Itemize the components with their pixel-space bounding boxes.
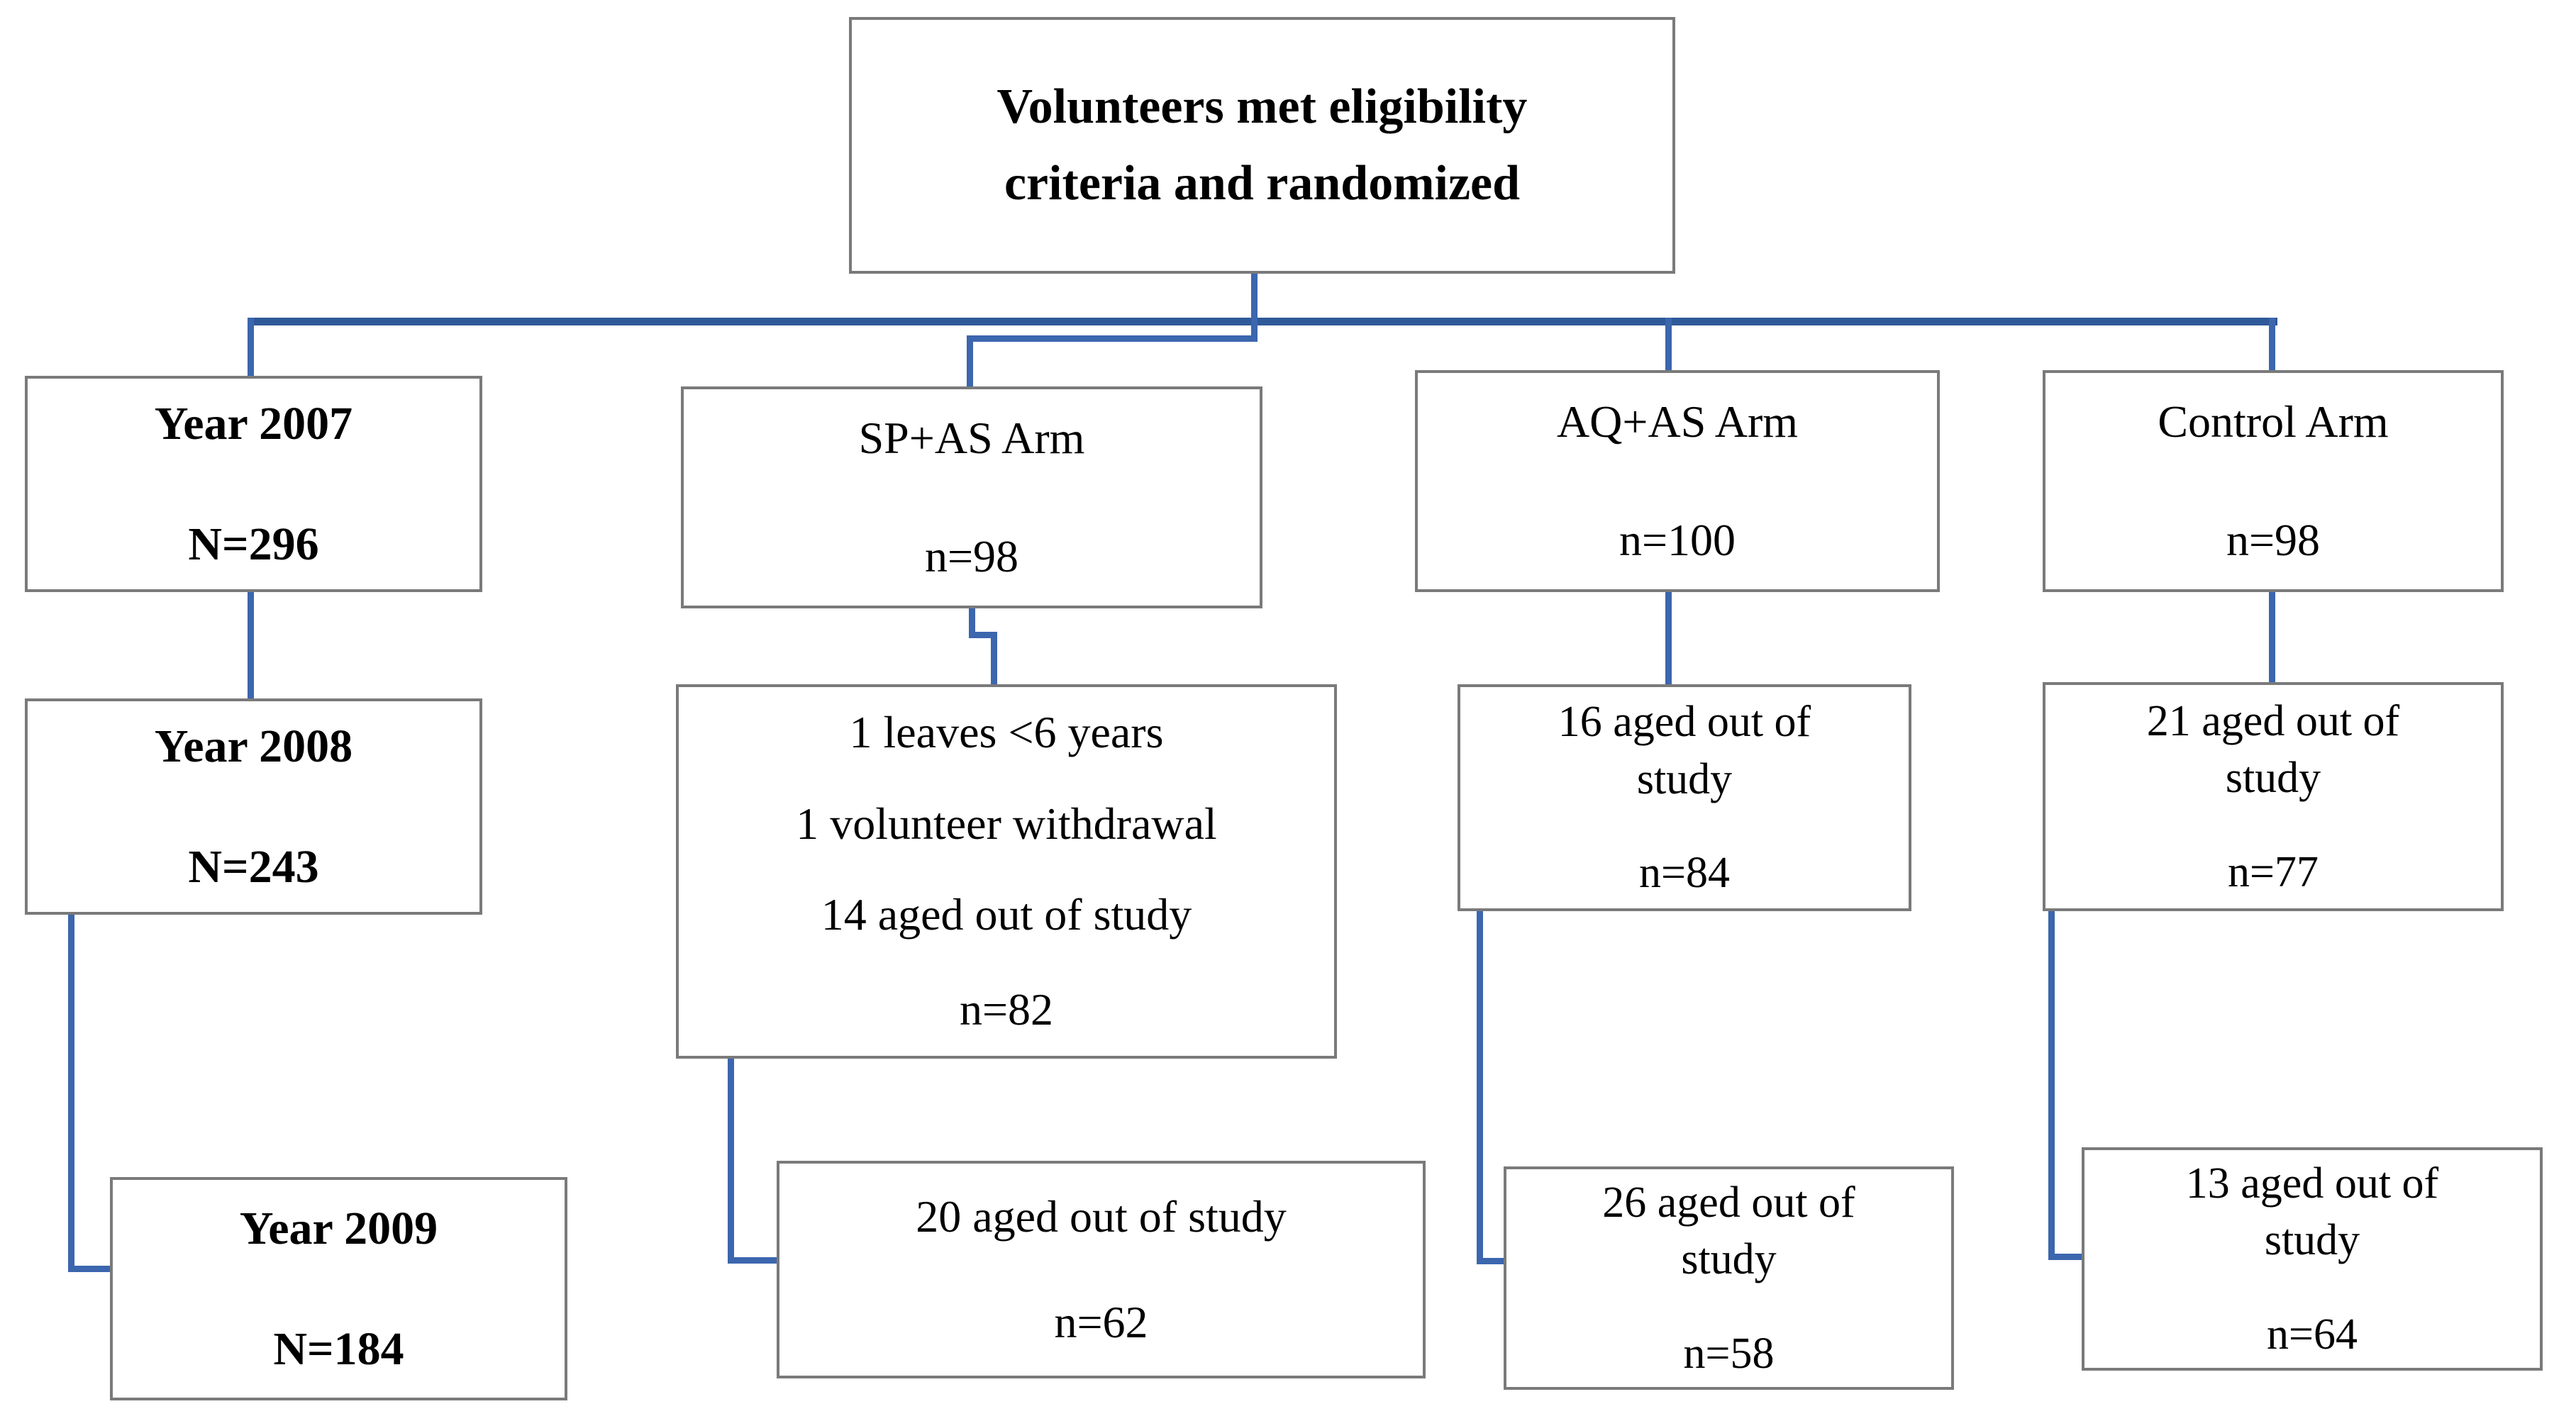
connector-sp-aged-out-elbow: [728, 1257, 780, 1264]
connector-main-horizontal: [248, 318, 2277, 325]
box-count: n=84: [1639, 849, 1730, 898]
box-text: SP+AS Arm: [859, 408, 1085, 469]
box-text: Year 2009: [240, 1197, 438, 1260]
text-line: SP+AS Arm: [858, 413, 1085, 464]
text-line: 1 volunteer withdrawal: [796, 798, 1217, 849]
box-count: n=82: [959, 984, 1054, 1035]
box-text: 13 aged out of study: [2186, 1155, 2438, 1269]
box-aq-attrition: 16 aged out of study n=84: [1458, 684, 1911, 911]
connector-root-drop: [1251, 274, 1258, 342]
text-line: 20 aged out of study: [916, 1191, 1287, 1242]
connector-aq-attrition-drop: [1665, 591, 1672, 687]
box-text: Year 2008: [155, 715, 352, 778]
connector-aq-arm-drop: [1665, 318, 1672, 373]
connector-control-aged-out-elbow: [2048, 1254, 2084, 1260]
box-year-2009: Year 2009 N=184: [110, 1177, 567, 1400]
text-line: 16 aged out of: [1558, 698, 1811, 747]
box-count: n=58: [1683, 1329, 1775, 1378]
text-line: Year 2009: [239, 1203, 438, 1255]
box-count: N=184: [273, 1322, 404, 1375]
box-count: n=98: [2226, 514, 2321, 565]
text-line: AQ+AS Arm: [1556, 396, 1799, 447]
box-text: Volunteers met eligibility criteria and r…: [997, 69, 1528, 223]
box-count: n=64: [2267, 1310, 2358, 1359]
box-sp-attrition: 1 leaves <6 years 1 volunteer withdrawal 1…: [676, 684, 1337, 1059]
text-line: study: [1681, 1235, 1777, 1284]
connector-sp-attrition-vertical-2: [991, 632, 997, 687]
box-control-arm: Control Arm n=98: [2043, 370, 2504, 592]
text-line: 26 aged out of: [1602, 1178, 1855, 1227]
connector-year2007-drop: [248, 318, 254, 379]
box-text: 1 leaves <6 years 1 volunteer withdrawal 1…: [796, 702, 1217, 945]
connector-aq-aged-out-elbow: [1477, 1258, 1506, 1264]
connector-sp-attrition-jog: [969, 632, 997, 638]
text-line: 21 aged out of: [2146, 696, 2400, 745]
box-text: 20 aged out of study: [916, 1186, 1287, 1247]
box-count: n=77: [2228, 847, 2319, 896]
text-line: 13 aged out of: [2185, 1159, 2439, 1208]
box-count: n=98: [924, 530, 1019, 581]
connector-sp-aged-out-vertical: [728, 1057, 734, 1264]
box-sp-aged-out: 20 aged out of study n=62: [777, 1161, 1426, 1378]
box-text: 16 aged out of study: [1558, 693, 1811, 808]
connector-sp-arm-drop: [967, 335, 973, 389]
connector-control-arm-drop: [2269, 318, 2275, 373]
connector-sp-jog-horizontal: [967, 335, 1258, 342]
box-count: n=100: [1619, 514, 1736, 565]
text-line: study: [2264, 1216, 2360, 1265]
connector-sp-attrition-vertical-1: [969, 607, 975, 638]
box-aq-as-arm: AQ+AS Arm n=100: [1415, 370, 1940, 592]
box-text: AQ+AS Arm: [1557, 391, 1798, 452]
box-text: Year 2007: [155, 392, 352, 455]
box-year-2007: Year 2007 N=296: [25, 376, 482, 592]
box-sp-as-arm: SP+AS Arm n=98: [681, 386, 1262, 608]
box-count: N=243: [188, 840, 319, 893]
connector-control-aged-out-vertical: [2048, 910, 2055, 1260]
connector-year2008-year2009-elbow: [68, 1266, 113, 1272]
text-line: study: [1636, 754, 1733, 803]
box-text: 26 aged out of study: [1602, 1174, 1855, 1288]
box-count: n=62: [1054, 1296, 1148, 1347]
connector-aq-aged-out-vertical: [1477, 910, 1483, 1264]
text-line: Control Arm: [2158, 396, 2389, 447]
box-control-attrition: 21 aged out of study n=77: [2043, 682, 2504, 911]
box-year-2008: Year 2008 N=243: [25, 698, 482, 915]
text-line: Year 2008: [154, 720, 353, 773]
text-line: Year 2007: [154, 398, 353, 450]
box-text: Control Arm: [2158, 391, 2388, 452]
text-line: criteria and randomized: [1004, 156, 1521, 211]
box-volunteers-randomized: Volunteers met eligibility criteria and r…: [849, 17, 1675, 274]
connector-control-attrition-drop: [2269, 591, 2275, 685]
box-aq-aged-out: 26 aged out of study n=58: [1504, 1166, 1954, 1390]
text-line: study: [2225, 754, 2321, 803]
box-control-aged-out: 13 aged out of study n=64: [2082, 1147, 2543, 1371]
box-count: N=296: [188, 518, 319, 570]
text-line: Volunteers met eligibility: [996, 79, 1528, 134]
text-line: 14 aged out of study: [821, 889, 1192, 940]
connector-year2008-year2009-vertical: [68, 913, 74, 1272]
text-line: 1 leaves <6 years: [849, 707, 1164, 758]
box-text: 21 aged out of study: [2147, 693, 2399, 807]
connector-year2007-year2008: [248, 591, 254, 701]
